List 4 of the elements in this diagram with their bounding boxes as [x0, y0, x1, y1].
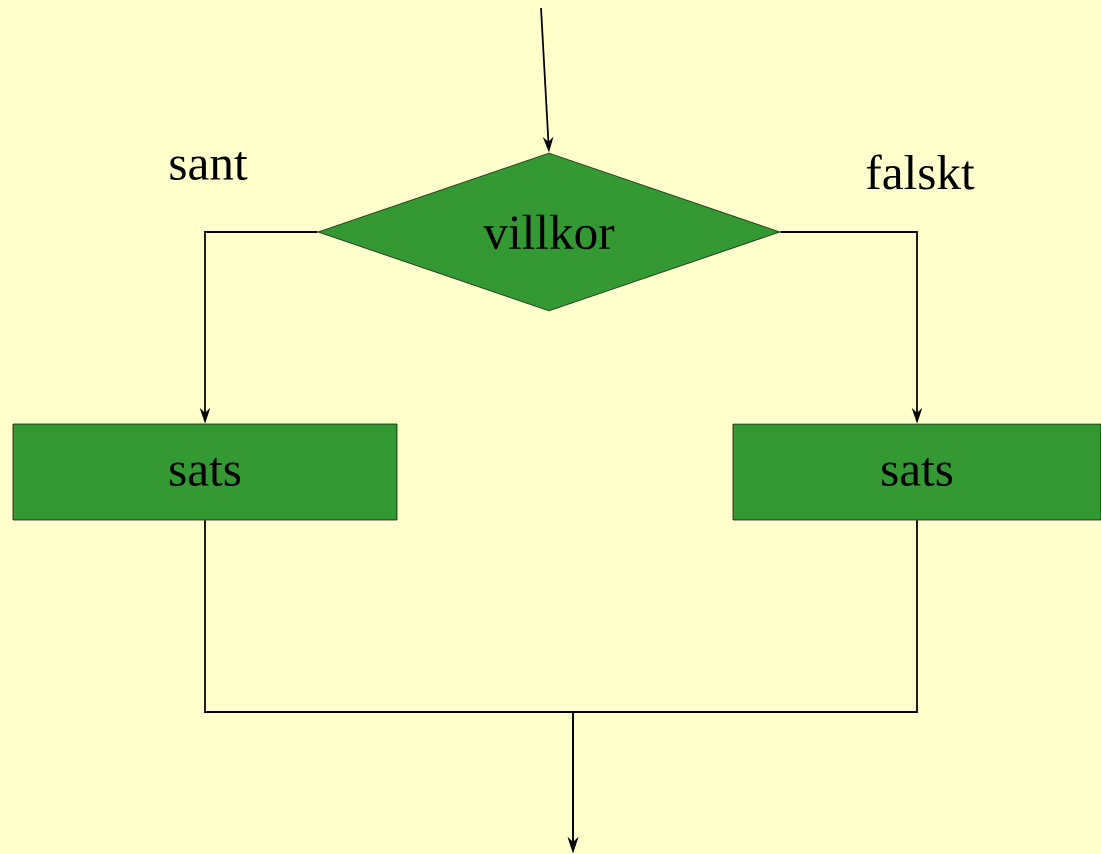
- edge-label: falskt: [863, 152, 977, 192]
- edge-label: sant: [166, 150, 250, 182]
- process-box: sats: [12, 423, 398, 521]
- process-box: sats: [732, 423, 1101, 521]
